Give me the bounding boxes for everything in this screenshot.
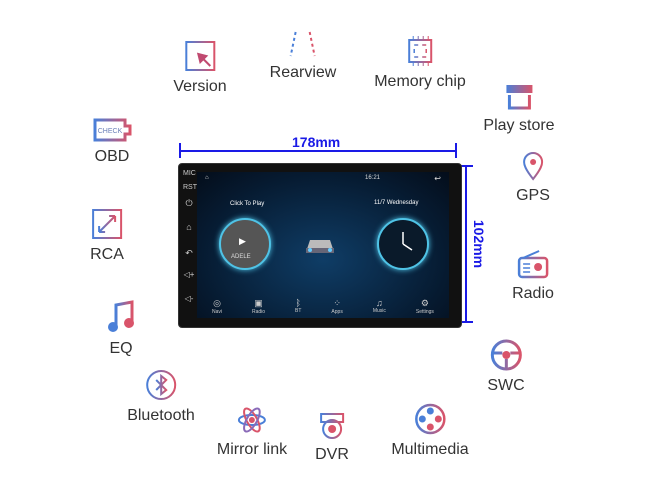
car-image (306, 240, 334, 253)
bluetooth-icon (145, 370, 176, 400)
car-stereo-device: MIC RST ⏻ ⌂ ↶ ◁+ ◁- ⌂ 16:21 ↩ Click To P… (178, 163, 462, 328)
location-pin-icon (522, 152, 543, 181)
gear-icon: ⚙ (420, 298, 429, 308)
dimension-tick (455, 143, 457, 158)
home-button[interactable]: ⌂ (186, 222, 192, 232)
apps-grid-icon: ⁘ (333, 298, 341, 308)
feature-play-store: Play store (483, 83, 555, 135)
feature-label: Mirror link (216, 441, 288, 458)
height-dimension-label: 102mm (471, 219, 488, 269)
feature-label: Multimedia (391, 441, 469, 458)
music-note-icon (108, 300, 134, 332)
back-button[interactable]: ↶ (185, 248, 193, 258)
rst-label: RST (183, 184, 197, 191)
head-unit-screen: ⌂ 16:21 ↩ Click To Play 11/7 Wednesday A… (197, 172, 449, 318)
feature-label: RCA (90, 246, 124, 263)
feature-label: DVR (315, 446, 349, 463)
width-dimension-label: 178mm (292, 134, 341, 150)
film-reel-icon (414, 403, 446, 435)
feature-version: Version (173, 40, 227, 96)
feature-dvr: DVR (315, 410, 349, 464)
feature-label: GPS (516, 187, 550, 204)
feature-eq: EQ (106, 300, 136, 358)
feature-label: Rearview (269, 64, 337, 81)
feature-label: Play store (483, 117, 555, 134)
parking-lines-icon (290, 31, 316, 57)
radio-icon: ▣ (254, 298, 263, 308)
clock-widget (377, 218, 429, 270)
volume-up-button[interactable]: ◁+ (183, 270, 195, 279)
dock-settings[interactable]: ⚙Settings (415, 298, 434, 315)
atom-icon (238, 407, 266, 433)
home-icon[interactable]: ⌂ (205, 175, 209, 181)
feature-label: Memory chip (374, 73, 466, 90)
dimension-tick (459, 321, 473, 323)
feature-label: OBD (94, 148, 130, 165)
volume-down-button[interactable]: ◁- (184, 294, 194, 303)
power-button[interactable]: ⏻ (185, 198, 193, 208)
music-icon: ♫ (375, 298, 383, 308)
back-icon[interactable]: ↩ (434, 174, 441, 183)
steering-wheel-icon (490, 339, 522, 371)
feature-label: Radio (512, 285, 554, 302)
width-dimension-line (179, 150, 457, 152)
height-dimension-line (465, 165, 467, 323)
status-time: 16:21 (365, 175, 381, 181)
status-bar: ⌂ 16:21 ↩ (197, 172, 449, 186)
location-icon: ◎ (213, 298, 221, 308)
feature-mirror-link: Mirror link (217, 405, 287, 459)
feature-rearview: Rearview (269, 30, 337, 82)
feature-multimedia: Multimedia (391, 403, 469, 459)
feature-obd: CHECK OBD (91, 112, 133, 166)
bluetooth-icon: ᛒ (295, 298, 301, 308)
dimension-tick (179, 143, 181, 158)
feature-label: Bluetooth (127, 407, 195, 424)
dock-navi[interactable]: ◎Navi (211, 298, 222, 315)
album-text: ADELE (231, 254, 251, 260)
dock-music[interactable]: ♫Music (372, 298, 386, 314)
engine-check-icon: CHECK (93, 118, 132, 142)
mic-label: MIC (183, 170, 196, 177)
dock-radio[interactable]: ▣Radio (251, 298, 266, 315)
expand-arrows-icon (92, 209, 122, 239)
feature-swc: SWC (487, 339, 525, 395)
feature-label: EQ (109, 340, 133, 357)
svg-text:CHECK: CHECK (98, 128, 123, 135)
feature-radio: Radio (512, 249, 554, 303)
feature-label: SWC (487, 377, 525, 394)
feature-bluetooth: Bluetooth (127, 369, 195, 425)
feature-gps: GPS (516, 151, 550, 205)
cursor-in-box-icon (185, 41, 215, 71)
camera-icon (320, 413, 344, 439)
radio-icon (517, 250, 549, 279)
feature-label: Version (173, 78, 227, 95)
play-icon[interactable]: ▶ (239, 236, 246, 246)
album-art[interactable]: ADELE ▶ (219, 218, 271, 270)
date-label: 11/7 Wednesday (374, 200, 419, 206)
feature-rca: RCA (90, 208, 124, 264)
chip-icon (407, 36, 432, 66)
click-to-play-label[interactable]: Click To Play (230, 201, 265, 207)
dimension-tick (459, 165, 473, 167)
clock-hands-icon (402, 232, 413, 251)
feature-memory-chip: Memory chip (374, 35, 466, 91)
store-icon (505, 85, 532, 110)
dock-apps[interactable]: ⁘Apps (331, 298, 343, 315)
